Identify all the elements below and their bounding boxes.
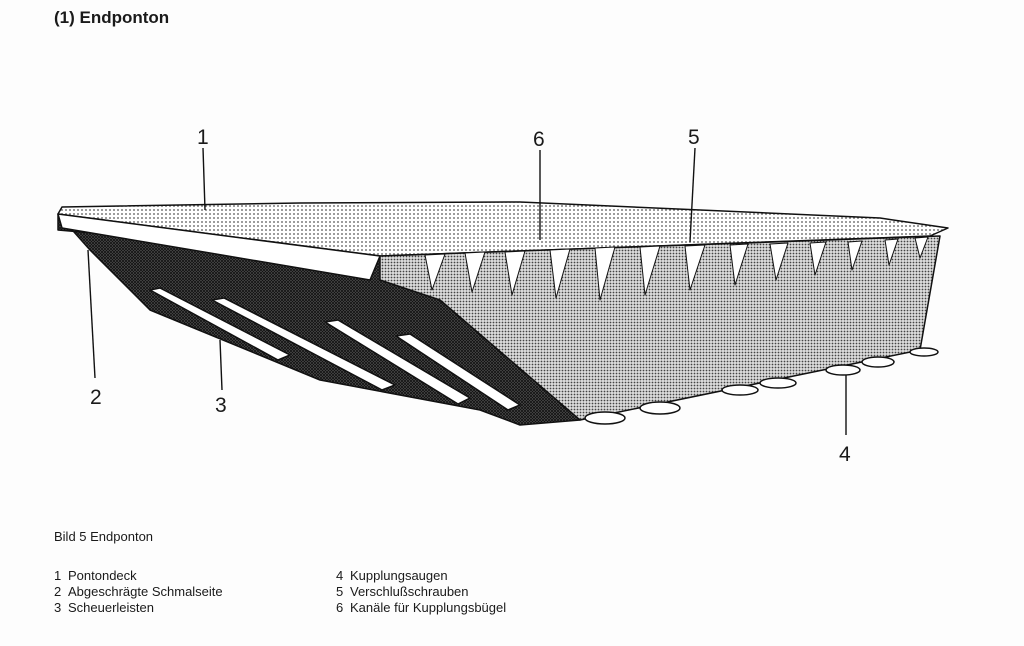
figure-caption: Bild 5 Endponton xyxy=(54,529,154,544)
callout-6: 6 xyxy=(533,128,545,151)
pontoon-body xyxy=(57,201,949,426)
coupling-eyes xyxy=(584,347,939,425)
long-side xyxy=(379,235,941,421)
section-title: (1) Endponton xyxy=(54,8,170,27)
callout-lines xyxy=(87,147,847,435)
callout-3: 3 xyxy=(215,394,227,417)
callout-2: 2 xyxy=(90,386,102,409)
rub-strips xyxy=(149,287,521,411)
callout-5: 5 xyxy=(688,126,700,149)
callout-1: 1 xyxy=(197,126,209,149)
deck-channels xyxy=(424,236,929,301)
callout-4: 4 xyxy=(839,443,851,466)
